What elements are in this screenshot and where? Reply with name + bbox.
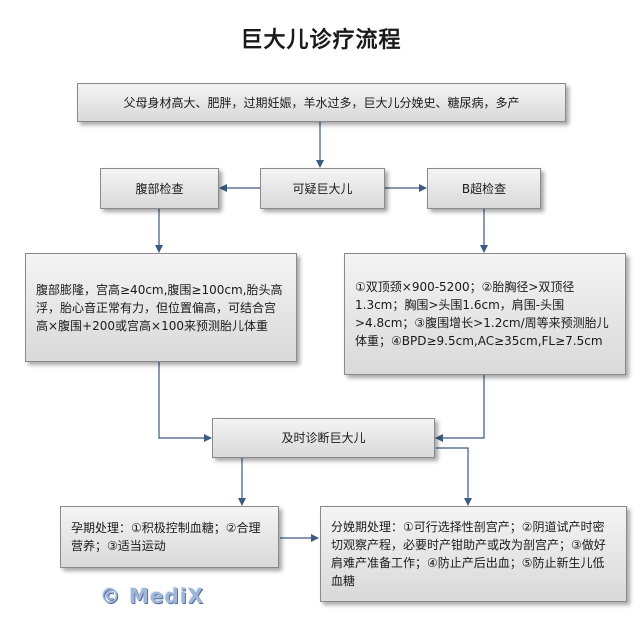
- ultrasound-exam-box: B超检查: [427, 168, 541, 209]
- page-title: 巨大儿诊疗流程: [240, 27, 402, 53]
- pregnancy-management-box: 孕期处理：①积极控制血糖；②合理营养；③适当运动: [60, 506, 279, 568]
- diagnosis-box: 及时诊断巨大儿: [212, 418, 435, 458]
- arrow-abdominal-findings-to-diagnosis: [158, 362, 212, 442]
- suspected-macrosomia-box: 可疑巨大儿: [260, 168, 385, 209]
- arrow-ultrasound-findings-to-diagnosis: [435, 375, 485, 442]
- abdominal-exam-box: 腹部检查: [100, 168, 219, 209]
- ultrasound-findings-box: ①双顶颈×900-5200；②胎胸径>双顶径1.3cm；胸围>头围1.6cm，肩…: [344, 253, 626, 375]
- delivery-management-box: 分娩期处理：①可行选择性剖宫产；②阴道试产时密切观察产程，必要时产钳助产或改为剖…: [320, 506, 627, 602]
- abdominal-findings-box: 腹部膨隆，宫高≥40cm,腹围≥100cm,胎头高浮，胎心音正常有力，但位置偏高…: [25, 253, 297, 362]
- medix-watermark-logo: © MediX: [100, 584, 205, 608]
- arrow-diagnosis-to-delivery: [436, 447, 472, 506]
- risk-factors-box: 父母身材高大、肥胖，过期妊娠，羊水过多，巨大儿分娩史、糖尿病，多产: [77, 83, 566, 122]
